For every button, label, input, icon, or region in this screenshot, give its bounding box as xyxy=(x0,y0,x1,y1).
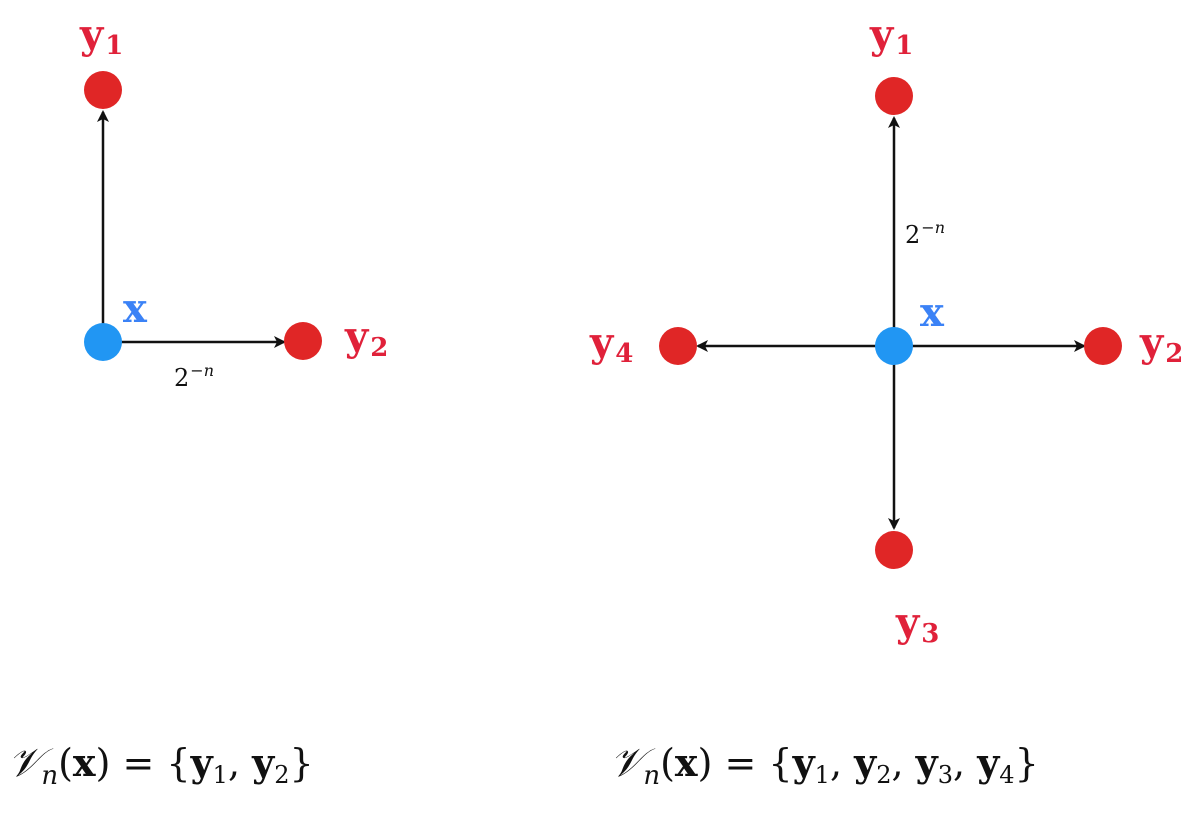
left-neighbor-node-1 xyxy=(84,71,122,109)
right-neighbor-label-4: y4 xyxy=(589,319,633,369)
left-center-node xyxy=(84,323,122,361)
right-neighbor-label-3: y3 xyxy=(895,599,939,649)
right-formula: 𝒱n(x) = {y1, y2, y3, y4} xyxy=(610,740,1039,791)
right-panel: x y1 y2 y3 y4 2−n 𝒱n(x) = {y1, y2, y3, y… xyxy=(589,11,1183,791)
right-neighbor-label-2: y2 xyxy=(1139,319,1183,369)
left-neighbor-label-1: y1 xyxy=(79,11,123,61)
right-neighbor-label-1: y1 xyxy=(869,11,913,61)
right-center-label: x xyxy=(920,289,945,336)
left-neighbor-label-2: y2 xyxy=(344,313,388,363)
right-neighbor-node-1 xyxy=(875,77,913,115)
left-step-label: 2−n xyxy=(174,361,214,392)
right-step-label: 2−n xyxy=(905,218,945,249)
left-formula: 𝒱n(x) = {y1, y2} xyxy=(8,740,314,791)
right-neighbor-node-2 xyxy=(1084,327,1122,365)
left-panel: x y1 y2 2−n 𝒱n(x) = {y1, y2} xyxy=(8,11,388,791)
left-center-label: x xyxy=(123,285,148,332)
right-neighbor-node-4 xyxy=(659,327,697,365)
right-neighbor-node-3 xyxy=(875,531,913,569)
right-center-node xyxy=(875,327,913,365)
left-neighbor-node-2 xyxy=(284,322,322,360)
